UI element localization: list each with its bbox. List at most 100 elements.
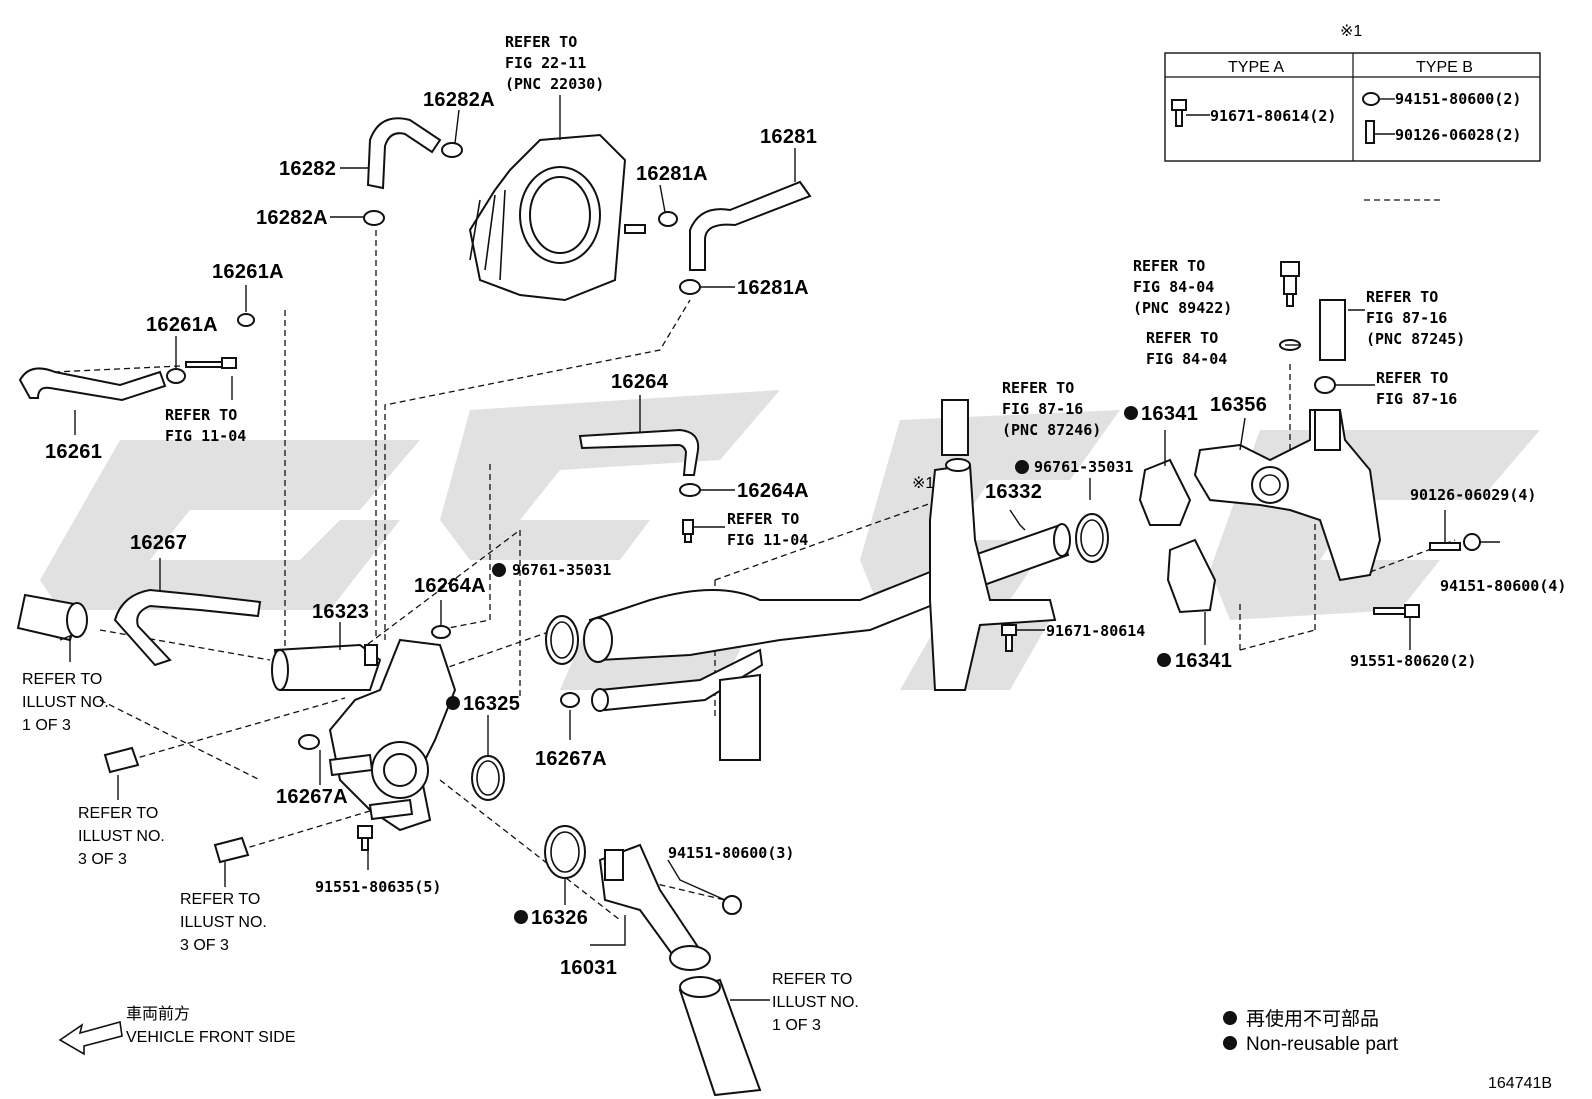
clamp-16281A-bot [679,279,701,295]
label-16325: 16325 [463,693,520,715]
label-ill1b-l2: ILLUST NO. [772,994,859,1011]
hose-16261 [18,367,167,402]
gasket-16326 [544,825,586,879]
clamp-16267A-left [298,734,320,750]
clamp-16261A-mid [166,368,186,384]
label-x1: ※1 [912,475,934,492]
bolt-91551-80620 [1373,604,1420,618]
label-refer-11-04-a-l2: FIG 11-04 [165,427,246,445]
label-refer-87-16-a-l1: REFER TO [1366,288,1438,306]
clamp-16282A-top [441,142,463,158]
label-16282A-mid: 16282A [256,207,328,229]
label-16282A-top: 16282A [423,89,495,111]
label-refer-87-16-a-l3: (PNC 87245) [1366,330,1465,348]
pipe-16332 [583,523,1071,761]
type-b-part2: 90126-06028(2) [1395,126,1521,144]
throttle-body [468,133,646,302]
clamp-87-16 [1314,376,1336,394]
label-refer-22-11-l1: REFER TO [505,33,577,51]
bolt-11-04-left [185,357,237,369]
nonreusable-icon [492,563,506,577]
label-16261A-mid: 16261A [146,314,218,336]
label-96761-b: 96761-35031 [1034,458,1133,476]
nonreusable-icon [514,910,528,924]
nonreuse-jp: 再使用不可部品 [1246,1008,1379,1030]
label-ill3b-l2: ILLUST NO. [180,914,267,931]
clamp-16264A-left [431,625,451,639]
label-16326: 16326 [531,907,588,929]
label-refer-87-16-c-l1: REFER TO [1002,379,1074,397]
label-16264A-right: 16264A [737,480,809,502]
label-refer-87-16-c-l2: FIG 87-16 [1002,400,1083,418]
illustration-code: 164741B [1488,1075,1552,1092]
label-refer-84-04-a-l2: FIG 84-04 [1133,278,1214,296]
label-ill1-l2: ILLUST NO. [22,694,109,711]
label-16332: 16332 [985,481,1042,503]
label-refer-84-04-a-l1: REFER TO [1133,257,1205,275]
front-jp: 車両前方 [126,1005,190,1023]
front-en: VEHICLE FRONT SIDE [126,1029,296,1046]
label-refer-87-16-b-l2: FIG 87-16 [1376,390,1457,408]
label-ill3b-l1: REFER TO [180,891,260,908]
label-16281A-bot: 16281A [737,277,809,299]
nonreusable-icon [1157,653,1171,667]
gasket-16341-bot [1166,538,1217,614]
label-16281: 16281 [760,126,817,148]
note-mark: ※1 [1340,23,1362,40]
nonreusable-icon [1223,1011,1237,1025]
leader-lines [59,95,1500,1001]
gasket-16325 [471,755,505,801]
label-16267: 16267 [130,532,187,554]
stud-icon [1365,120,1375,144]
label-ill1-l3: 1 OF 3 [22,717,71,734]
type-a-header: TYPE A [1228,59,1284,76]
nonreusable-icon [446,696,460,710]
type-b-part1: 94151-80600(2) [1395,90,1521,108]
nonreusable-icon [1223,1036,1237,1050]
type-b-header: TYPE B [1416,59,1473,76]
nonreusable-icon [1124,406,1138,420]
clamp-16264A-right [679,483,701,497]
label-16267A-left: 16267A [276,786,348,808]
label-91551-80635: 91551-80635(5) [315,878,441,896]
label-ill3a-l1: REFER TO [78,805,158,822]
label-96761-a: 96761-35031 [512,561,611,579]
clamp-16282A-mid [363,210,385,226]
hose-16267 [113,588,262,667]
label-16264A-left: 16264A [414,575,486,597]
hose-16281 [689,180,812,271]
label-16323: 16323 [312,601,369,623]
label-91671-80614: 91671-80614 [1046,622,1145,640]
gasket-16341-top [1138,458,1192,526]
gasket-96761-b [1075,513,1109,563]
label-ill1b-l3: 1 OF 3 [772,1017,821,1034]
label-refer-11-04-b-l1: REFER TO [727,510,799,528]
pipe-illust-3-b [213,836,250,864]
clamp-16267A-mid [560,692,580,708]
bolt-11-04-right [682,519,694,543]
type-a-part: 91671-80614(2) [1210,107,1336,125]
label-refer-84-04-b-l1: REFER TO [1146,329,1218,347]
pipe-illust-1-bottom [678,976,762,1097]
label-16341-top: 16341 [1141,403,1198,425]
labels: REFER TO FIG 22-11 (PNC 22030) 16282A 16… [22,33,1566,1034]
label-ill1b-l1: REFER TO [772,971,852,988]
nut-94151-80600-3 [722,895,742,915]
label-ill3a-l2: ILLUST NO. [78,828,165,845]
bolt-icon [1171,99,1187,127]
pipe-87245 [1319,299,1346,361]
label-ill1-l1: REFER TO [22,671,102,688]
water-outlet-16323 [271,643,382,691]
nut-94151-80600-4 [1463,533,1481,551]
label-16261: 16261 [45,441,102,463]
label-94151-80600-3: 94151-80600(3) [668,844,794,862]
label-91551-80620: 91551-80620(2) [1350,652,1476,670]
label-ill3b-l3: 3 OF 3 [180,937,229,954]
label-16341-bot: 16341 [1175,650,1232,672]
label-90126-06029: 90126-06029(4) [1410,486,1536,504]
label-refer-87-16-b-l1: REFER TO [1376,369,1448,387]
pipe-illust-1-left [16,593,88,642]
nonreusable-icon [1015,460,1029,474]
label-16031: 16031 [560,957,617,979]
